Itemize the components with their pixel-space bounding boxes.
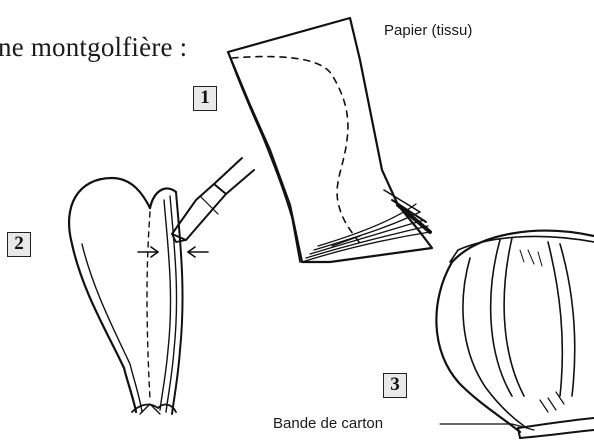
assembled-balloon-illustration xyxy=(436,231,594,438)
glued-gores-illustration xyxy=(69,158,254,414)
folded-paper-illustration xyxy=(228,18,432,262)
